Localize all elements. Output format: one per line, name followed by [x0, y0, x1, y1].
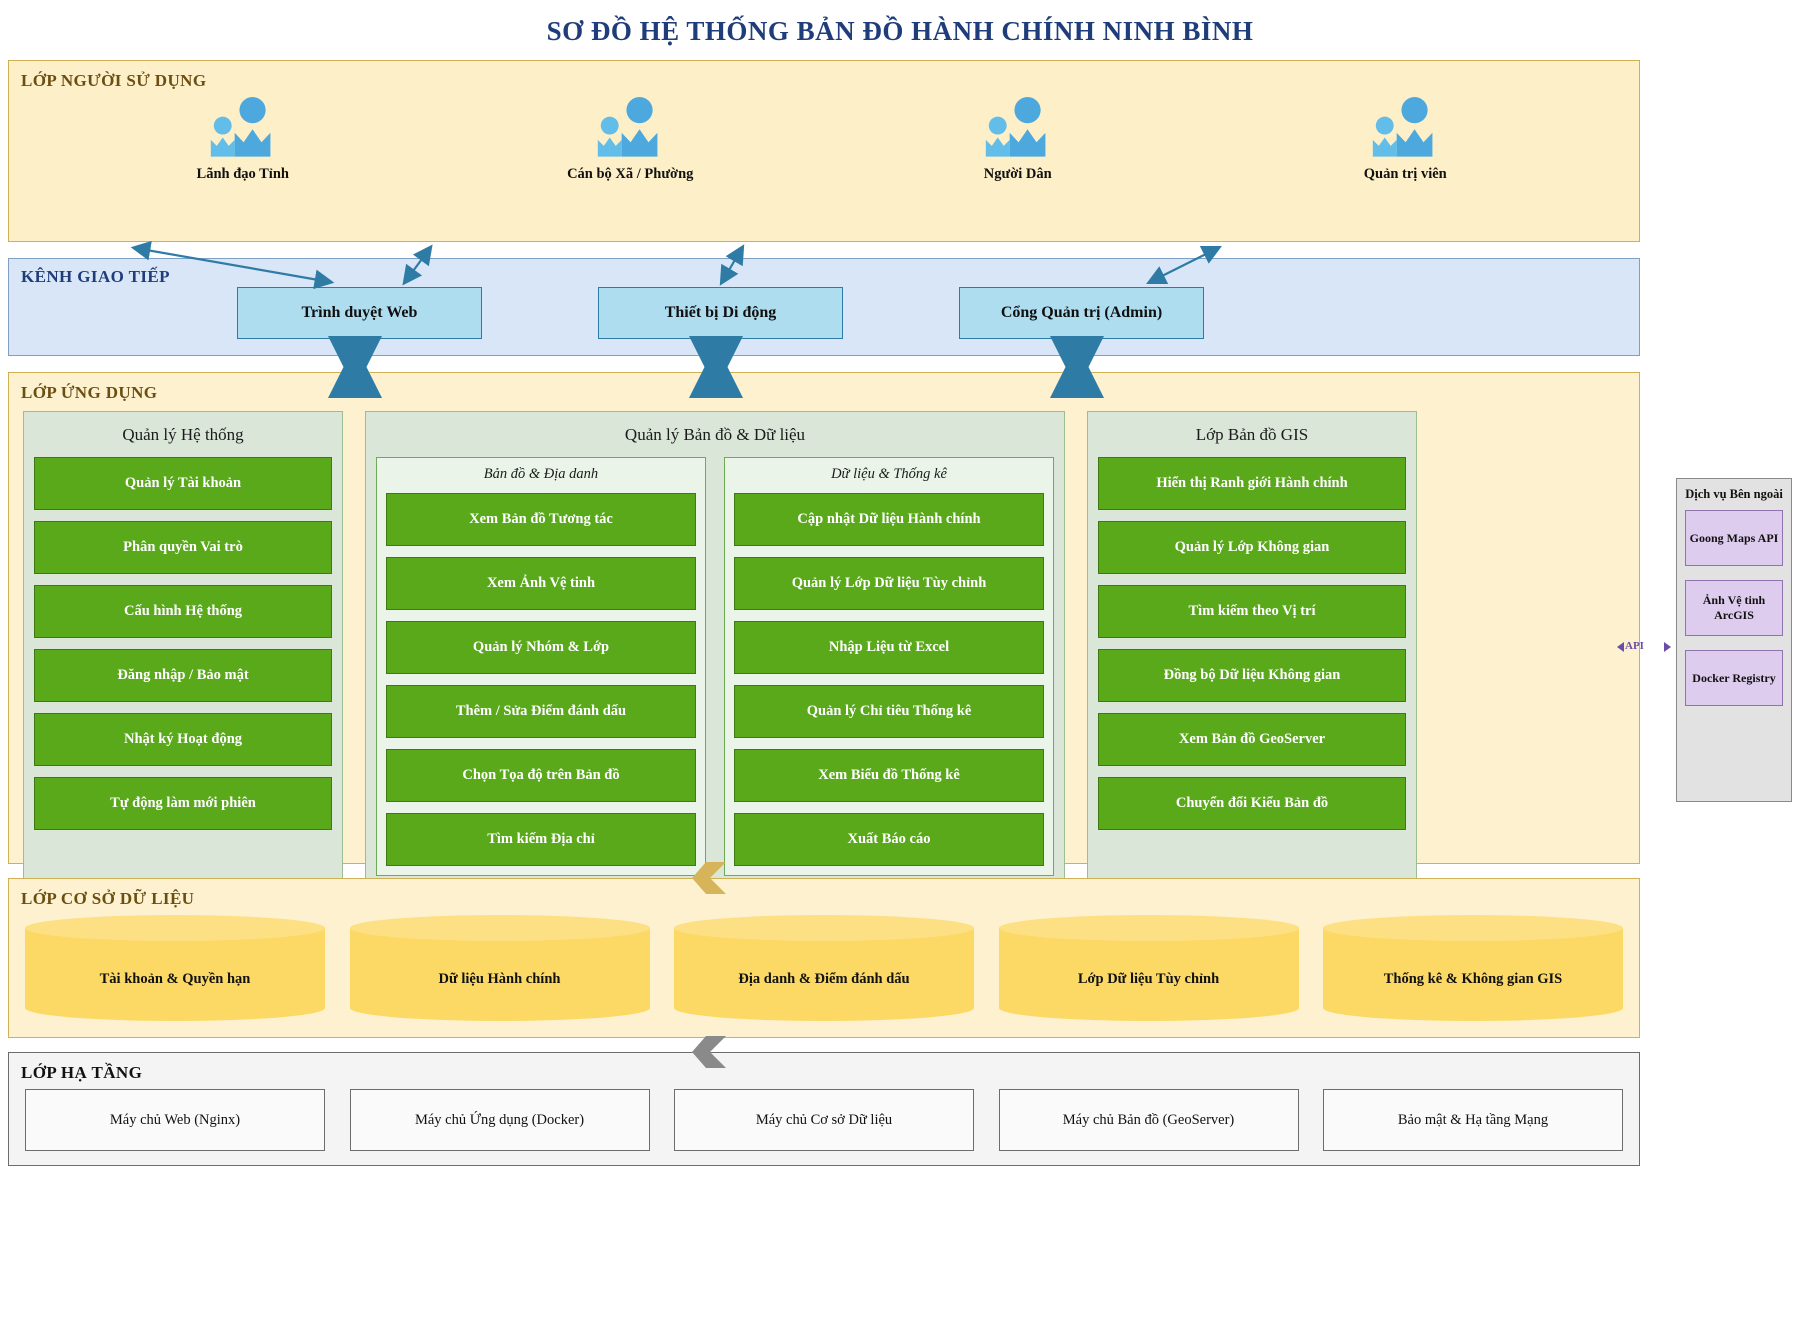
feature-role-permissions[interactable]: Phân quyền Vai trò: [34, 521, 332, 574]
cylinder-body-icon: [674, 928, 974, 1008]
panel-map-data-management: Quản lý Bản đồ & Dữ liệu Bản đồ & Địa da…: [365, 411, 1065, 889]
server-list: Máy chủ Web (Nginx) Máy chủ Ứng dụng (Do…: [25, 1089, 1623, 1151]
external-services-panel: Dịch vụ Bên ngoài Goong Maps API Ảnh Vệ …: [1676, 478, 1792, 802]
cylinder-top-icon: [25, 915, 325, 941]
user-label: Quản trị viên: [1363, 166, 1447, 182]
page-title: SƠ ĐỒ HỆ THỐNG BẢN ĐỒ HÀNH CHÍNH NINH BÌ…: [546, 16, 1254, 46]
user-list: Lãnh đạo Tỉnh Cán bộ Xã / Phường Người D…: [9, 91, 1639, 183]
server-application-docker[interactable]: Máy chủ Ứng dụng (Docker): [349, 1089, 650, 1151]
communication-layer-title: KÊNH GIAO TIẾP: [21, 267, 170, 286]
feature-system-config[interactable]: Cấu hình Hệ thống: [34, 585, 332, 638]
api-arrow-right-icon: [1664, 642, 1671, 652]
database-label: Tài khoản & Quyền hạn: [99, 971, 251, 987]
users-group-icon: [598, 97, 658, 157]
api-arrow-left-icon: [1617, 642, 1624, 652]
infrastructure-layer: LỚP HẠ TẦNG Máy chủ Web (Nginx) Máy chủ …: [8, 1052, 1640, 1166]
feature-switch-map-style[interactable]: Chuyển đổi Kiểu Bản đồ: [1098, 777, 1406, 830]
cylinder-body-icon: [998, 928, 1299, 1008]
external-service-goong-maps-api[interactable]: Goong Maps API: [1685, 510, 1783, 566]
database-accounts-permissions[interactable]: Tài khoản & Quyền hạn: [25, 915, 325, 1021]
communication-layer: KÊNH GIAO TIẾP Trình duyệt Web Thiết bị …: [8, 258, 1640, 356]
feature-view-geoserver-map[interactable]: Xem Bản đồ GeoServer: [1098, 713, 1406, 766]
cylinder-body-icon: [25, 928, 325, 1008]
cylinder-top-icon: [674, 915, 974, 941]
server-security-network[interactable]: Bảo mật & Hạ tầng Mạng: [1323, 1089, 1623, 1151]
channel-admin-portal[interactable]: Cổng Quản trị (Admin): [959, 287, 1204, 339]
channel-mobile-device[interactable]: Thiết bị Di động: [598, 287, 843, 339]
server-database[interactable]: Máy chủ Cơ sở Dữ liệu: [674, 1089, 974, 1151]
database-layer: LỚP CƠ SỞ DỮ LIỆU Tài khoản & Quyền hạn …: [8, 878, 1640, 1038]
users-group-icon: [210, 97, 271, 157]
cylinder-top-icon: [998, 915, 1299, 941]
database-custom-layers[interactable]: Lớp Dữ liệu Tùy chỉnh: [998, 915, 1299, 1021]
database-label: Địa danh & Điểm đánh dấu: [738, 971, 910, 987]
feature-auto-refresh-session[interactable]: Tự động làm mới phiên: [34, 777, 332, 830]
subgroup-title: Dữ liệu & Thống kê: [831, 466, 947, 482]
user-label: Lãnh đạo Tỉnh: [196, 166, 289, 182]
external-services-title: Dịch vụ Bên ngoài: [1685, 487, 1783, 501]
panel-system-management: Quản lý Hệ thống Quản lý Tài khoản Phân …: [23, 411, 343, 889]
feature-show-admin-boundary[interactable]: Hiển thị Ranh giới Hành chính: [1098, 457, 1406, 510]
channel-web-browser[interactable]: Trình duyệt Web: [237, 287, 482, 339]
external-service-docker-registry[interactable]: Docker Registry: [1685, 650, 1783, 706]
feature-manage-groups-layers[interactable]: Quản lý Nhóm & Lớp: [386, 621, 696, 674]
subgroup-data-statistics: Dữ liệu & Thống kê Cập nhật Dữ liệu Hành…: [724, 457, 1054, 876]
feature-view-statistic-chart[interactable]: Xem Biểu đồ Thống kê: [734, 749, 1044, 802]
subgroup-title: Bản đồ & Địa danh: [483, 466, 599, 482]
subgroup-map-places: Bản đồ & Địa danh Xem Bản đồ Tương tác X…: [376, 457, 706, 876]
users-group-icon: [1373, 97, 1433, 157]
feature-search-by-location[interactable]: Tìm kiếm theo Vị trí: [1098, 585, 1406, 638]
cylinder-top-icon: [1323, 915, 1623, 941]
feature-view-interactive-map[interactable]: Xem Bản đồ Tương tác: [386, 493, 696, 546]
feature-add-edit-marker[interactable]: Thêm / Sửa Điểm đánh dấu: [386, 685, 696, 738]
database-label: Dữ liệu Hành chính: [438, 971, 561, 987]
feature-view-satellite-image[interactable]: Xem Ảnh Vệ tinh: [386, 557, 696, 610]
feature-address-search[interactable]: Tìm kiếm Địa chỉ: [386, 813, 696, 866]
feature-import-from-excel[interactable]: Nhập Liệu từ Excel: [734, 621, 1044, 674]
panel-gis-map-layer: Lớp Bản đồ GIS Hiển thị Ranh giới Hành c…: [1087, 411, 1417, 889]
feature-account-management[interactable]: Quản lý Tài khoản: [34, 457, 332, 510]
feature-manage-spatial-layer[interactable]: Quản lý Lớp Không gian: [1098, 521, 1406, 574]
cylinder-body-icon: [1323, 928, 1623, 1008]
user-commune-officer[interactable]: Cán bộ Xã / Phường: [535, 97, 725, 183]
server-map-geoserver[interactable]: Máy chủ Bản đồ (GeoServer): [998, 1089, 1299, 1151]
feature-update-admin-data[interactable]: Cập nhật Dữ liệu Hành chính: [734, 493, 1044, 546]
user-leader[interactable]: Lãnh đạo Tỉnh: [148, 97, 338, 183]
user-label: Người Dân: [983, 166, 1052, 182]
server-web-nginx[interactable]: Máy chủ Web (Nginx): [25, 1089, 325, 1151]
database-administrative-data[interactable]: Dữ liệu Hành chính: [349, 915, 650, 1021]
feature-activity-log[interactable]: Nhật ký Hoạt động: [34, 713, 332, 766]
feature-export-report[interactable]: Xuất Báo cáo: [734, 813, 1044, 866]
user-citizen[interactable]: Người Dân: [923, 97, 1113, 183]
feature-manage-custom-layers[interactable]: Quản lý Lớp Dữ liệu Tùy chỉnh: [734, 557, 1044, 610]
database-label: Lớp Dữ liệu Tùy chỉnh: [1077, 971, 1220, 987]
database-list: Tài khoản & Quyền hạn Dữ liệu Hành chính…: [25, 915, 1623, 1021]
feature-pick-coordinates[interactable]: Chọn Tọa độ trên Bản đồ: [386, 749, 696, 802]
users-group-icon: [985, 97, 1046, 157]
user-label: Cán bộ Xã / Phường: [567, 166, 694, 182]
feature-sync-spatial-data[interactable]: Đồng bộ Dữ liệu Không gian: [1098, 649, 1406, 702]
database-places-markers[interactable]: Địa danh & Điểm đánh dấu: [674, 915, 974, 1021]
cylinder-body-icon: [349, 928, 650, 1008]
panel-title: Lớp Bản đồ GIS: [1195, 425, 1309, 444]
feature-login-security[interactable]: Đăng nhập / Bảo mật: [34, 649, 332, 702]
panel-title: Quản lý Hệ thống: [122, 425, 244, 444]
api-connector-label: API: [1625, 640, 1644, 652]
application-layer-title: LỚP ỨNG DỤNG: [21, 383, 158, 402]
user-layer-title: LỚP NGƯỜI SỬ DỤNG: [21, 71, 207, 90]
user-administrator[interactable]: Quản trị viên: [1310, 97, 1500, 183]
feature-manage-indicators[interactable]: Quản lý Chỉ tiêu Thống kê: [734, 685, 1044, 738]
database-label: Thống kê & Không gian GIS: [1383, 971, 1563, 987]
database-statistics-gis[interactable]: Thống kê & Không gian GIS: [1323, 915, 1623, 1021]
cylinder-top-icon: [349, 915, 650, 941]
application-layer: LỚP ỨNG DỤNG Quản lý Hệ thống Quản lý Tà…: [8, 372, 1640, 889]
panel-title: Quản lý Bản đồ & Dữ liệu: [624, 425, 806, 444]
external-service-arcgis-satellite[interactable]: Ảnh Vệ tinh ArcGIS: [1685, 580, 1783, 636]
database-layer-title: LỚP CƠ SỞ DỮ LIỆU: [21, 889, 195, 908]
infrastructure-layer-title: LỚP HẠ TẦNG: [21, 1063, 143, 1082]
user-layer: LỚP NGƯỜI SỬ DỤNG Lãnh đạo Tỉnh Cán bộ X…: [8, 60, 1640, 242]
